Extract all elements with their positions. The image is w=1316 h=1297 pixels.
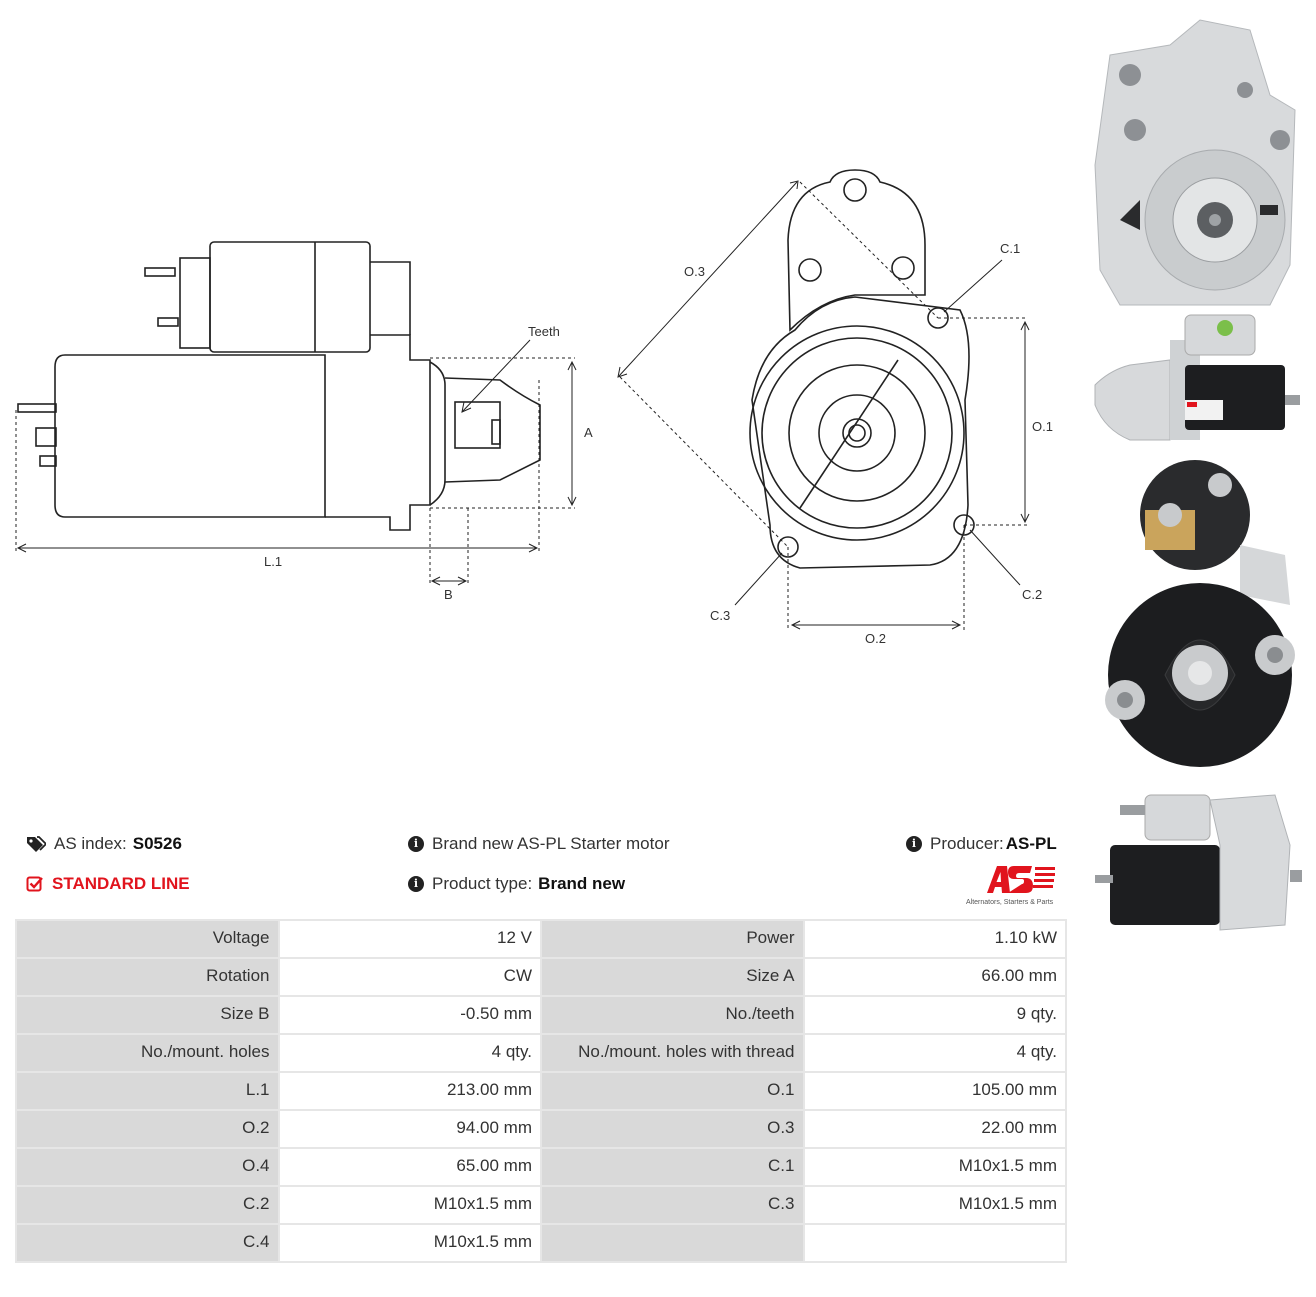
side-dim-lines <box>15 357 575 585</box>
product-photo-top[interactable] <box>1090 785 1305 935</box>
spec-value-cell: CW <box>279 959 540 995</box>
dim-o1-label: O.1 <box>1032 419 1053 434</box>
producer-value: AS-PL <box>1005 834 1057 853</box>
spec-key-cell: C.2 <box>17 1187 278 1223</box>
spec-value-cell: M10x1.5 mm <box>279 1187 540 1223</box>
spec-key-cell: Rotation <box>17 959 278 995</box>
spec-key-cell: L.1 <box>17 1073 278 1109</box>
info-circle-icon: i <box>906 836 922 852</box>
spec-key-cell: Size A <box>542 959 803 995</box>
product-type-value: Brand new <box>538 874 626 893</box>
spec-key-cell: C.4 <box>17 1225 278 1261</box>
spec-value-cell: 9 qty. <box>804 997 1065 1033</box>
spec-key-cell: Voltage <box>17 921 278 957</box>
spec-key-cell: No./mount. holes with thread <box>542 1035 803 1071</box>
tags-icon <box>27 836 46 852</box>
product-type-label: Product type: <box>432 874 533 893</box>
spec-value-cell: 22.00 mm <box>804 1111 1065 1147</box>
svg-text:Alternators, Starters & Parts: Alternators, Starters & Parts <box>966 899 1054 906</box>
spec-value-cell: 12 V <box>279 921 540 957</box>
product-line-label: STANDARD LINE <box>52 874 190 893</box>
spec-key-cell: Power <box>542 921 803 957</box>
technical-drawing: Teeth A B L.1 <box>15 169 1053 646</box>
producer-row: i Producer: AS-PL <box>906 833 1057 855</box>
teeth-label: Teeth <box>528 324 560 339</box>
dim-a-label: A <box>584 425 593 440</box>
product-photo-front[interactable] <box>1090 15 1305 310</box>
spec-value-cell: 66.00 mm <box>804 959 1065 995</box>
dim-l1-label: L.1 <box>264 554 282 569</box>
spec-value-cell <box>804 1225 1065 1261</box>
spec-value-cell: 213.00 mm <box>279 1073 540 1109</box>
product-photo-side[interactable] <box>1090 310 1305 450</box>
spec-key-cell: Size B <box>17 997 278 1033</box>
spec-key-cell: C.3 <box>542 1187 803 1223</box>
spec-key-cell: O.3 <box>542 1111 803 1147</box>
spec-value-cell: 1.10 kW <box>804 921 1065 957</box>
product-type-row: i Product type: Brand new <box>408 873 625 895</box>
spec-value-cell: 4 qty. <box>804 1035 1065 1071</box>
as-pl-logo: Alternators, Starters & Parts <box>966 866 1055 906</box>
product-description: Brand new AS-PL Starter motor <box>432 834 670 853</box>
as-index-row: AS index: S0526 <box>26 833 182 855</box>
spec-key-cell: No./teeth <box>542 997 803 1033</box>
producer-label: Producer: <box>930 834 1004 853</box>
dim-c2-label: C.2 <box>1022 587 1042 602</box>
spec-key-cell: No./mount. holes <box>17 1035 278 1071</box>
front-dim-lines <box>619 181 1028 630</box>
info-circle-icon: i <box>408 836 424 852</box>
spec-value-cell: M10x1.5 mm <box>804 1187 1065 1223</box>
product-line-row: STANDARD LINE <box>26 873 190 895</box>
dim-o3-label: O.3 <box>684 264 705 279</box>
as-index-label: AS index: <box>54 834 127 853</box>
spec-value-cell: M10x1.5 mm <box>279 1225 540 1261</box>
as-index-value: S0526 <box>132 834 182 853</box>
description-row: i Brand new AS-PL Starter motor <box>408 833 669 855</box>
front-arrows <box>617 180 1030 630</box>
side-view <box>17 241 541 531</box>
spec-value-cell: 65.00 mm <box>279 1149 540 1185</box>
spec-value-cell: 94.00 mm <box>279 1111 540 1147</box>
product-photo-rear[interactable] <box>1090 455 1305 775</box>
spec-key-cell: O.2 <box>17 1111 278 1147</box>
spec-value-cell: M10x1.5 mm <box>804 1149 1065 1185</box>
dim-c1-label: C.1 <box>1000 241 1020 256</box>
dim-b-label: B <box>444 587 453 602</box>
info-circle-icon: i <box>408 876 424 892</box>
check-square-icon <box>26 876 43 892</box>
dim-o2-label: O.2 <box>865 631 886 646</box>
spec-key-cell: C.1 <box>542 1149 803 1185</box>
side-arrows <box>16 339 577 586</box>
spec-value-cell: 4 qty. <box>279 1035 540 1071</box>
spec-key-cell <box>542 1225 803 1261</box>
spec-value-cell: 105.00 mm <box>804 1073 1065 1109</box>
spec-key-cell: O.4 <box>17 1149 278 1185</box>
front-view <box>749 169 975 569</box>
spec-value-cell: -0.50 mm <box>279 997 540 1033</box>
dim-c3-label: C.3 <box>710 608 730 623</box>
spec-key-cell: O.1 <box>542 1073 803 1109</box>
